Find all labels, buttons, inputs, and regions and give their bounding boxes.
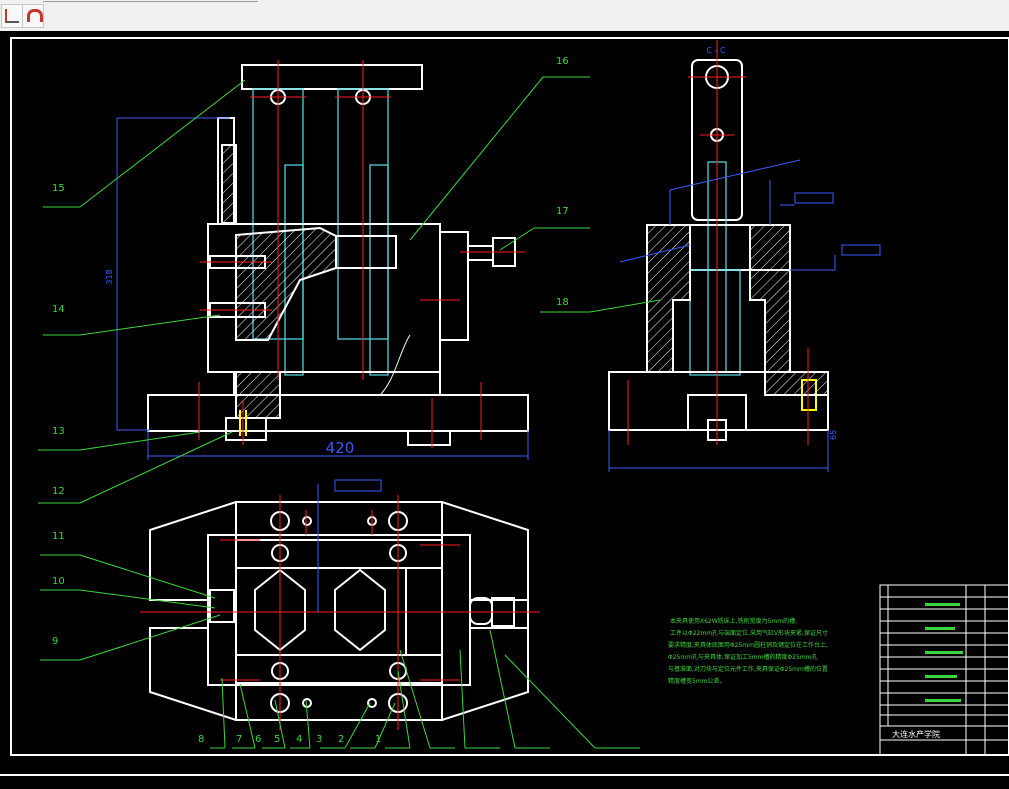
small-dimension-text: 65 [829,430,838,440]
title-block [879,584,1009,756]
toolbar [0,0,1009,32]
tech-note-line: 要求精度,夹具体底面用Φ25mm圆柱销及键定位在工作台上, [668,641,828,649]
dimension-tool-icon [5,9,19,23]
front-view-dimensions [116,117,529,460]
tech-note-line: Φ25mm孔与夹具体,保证加工5mm槽的精度Φ25mm孔 [668,653,818,661]
geometric-tolerance-frame [841,244,881,256]
cad-canvas[interactable]: 318 420 C - C 65 [0,31,1009,785]
section-view [608,59,829,441]
tech-note-line: 本夹具使用X62W铣床上,铣削宽度为5mm的槽, [670,617,797,625]
callout-6: 6 [255,734,261,745]
section-view-dimensions [608,159,836,472]
toolbar-strip [43,1,258,2]
top-view-centerlines [140,495,540,730]
callout-11: 11 [52,531,65,542]
callout-9: 9 [52,636,58,647]
magnet-snap-icon [27,9,43,22]
height-dimension-text: 318 [105,269,114,284]
overall-dimension-text: 420 [326,439,355,457]
front-view-centerlines [198,60,525,448]
section-view-centerlines [627,40,809,445]
callout-5: 5 [274,734,280,745]
dimension-tool-button[interactable] [1,4,23,28]
callout-7: 7 [236,734,242,745]
tech-note-line: 与基准面,对刀块与定位元件工作,夹具保证Φ25mm槽的位置 [668,665,828,673]
geometric-tolerance-frame [794,192,834,204]
callout-12: 12 [52,486,65,497]
callout-14: 14 [52,304,65,315]
fixture-drawing: 318 420 C - C 65 [0,37,1009,776]
callout-leaders [38,76,661,749]
callout-13: 13 [52,426,65,437]
callout-1: 1 [375,734,381,745]
top-clamp-bar [241,64,423,90]
callout-16: 16 [556,56,569,67]
section-label: C - C [706,46,726,55]
callout-17: 17 [556,206,569,217]
tech-note-line: 工件以Φ22mm孔与端面定位,采用气缸V形块夹紧,保证尺寸 [670,629,828,637]
parts-list-fills [925,603,963,702]
callout-2: 2 [338,734,344,745]
callout-10: 10 [52,576,65,587]
tech-note-line: 精度槽宽5mm公差。 [668,677,726,685]
callout-18: 18 [556,297,569,308]
callout-3: 3 [316,734,322,745]
callout-4: 4 [296,734,302,745]
callout-15: 15 [52,183,65,194]
magnet-snap-button[interactable] [22,4,44,28]
top-view [149,501,529,721]
geometric-tolerance-frame [334,479,382,492]
callout-8: 8 [198,734,204,745]
school-name: 大连水产学院 [892,729,940,739]
drawing-frame [10,37,1009,756]
front-view [147,64,529,446]
